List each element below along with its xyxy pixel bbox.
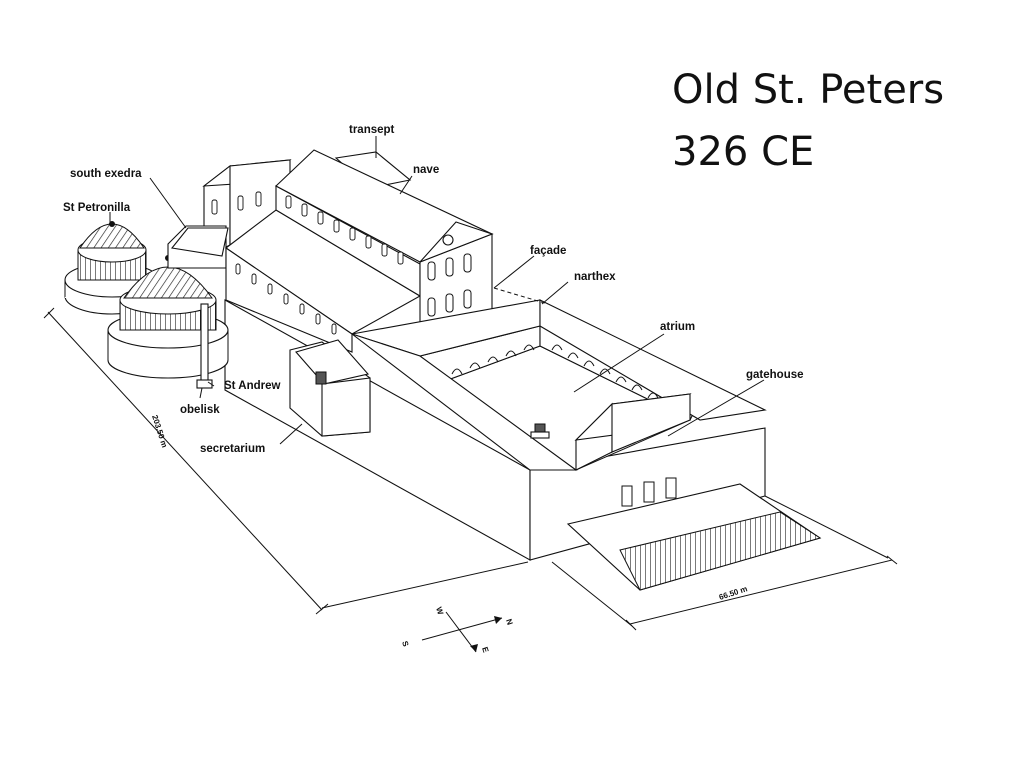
label-secretarium: secretarium	[200, 443, 265, 455]
front-steps	[566, 477, 822, 591]
label-st-petronilla: St Petronilla	[63, 202, 131, 214]
title-line-2: 326 CE	[672, 129, 815, 175]
title-line-1: Old St. Peters	[672, 67, 945, 113]
label-facade: façade	[530, 245, 566, 257]
labels: transept nave south exedra St Petronilla…	[63, 124, 804, 455]
label-st-andrew: St Andrew	[224, 380, 280, 392]
compass-east: E	[480, 646, 490, 654]
leader-lines	[109, 136, 765, 445]
dimension-lines	[43, 307, 898, 631]
compass-north: N	[504, 618, 514, 626]
label-gatehouse: gatehouse	[746, 369, 804, 381]
length-dimension-line	[47, 311, 323, 611]
compass: N S E W	[400, 606, 514, 654]
label-transept: transept	[349, 124, 395, 136]
label-nave: nave	[413, 164, 439, 176]
compass-south: S	[400, 640, 410, 648]
obelisk	[196, 303, 213, 389]
label-atrium: atrium	[660, 321, 695, 333]
base-dimension-line	[321, 561, 529, 609]
rotunda-st-andrew	[107, 255, 229, 379]
width-dimension-line	[629, 559, 893, 625]
nave-block	[211, 149, 494, 353]
atrium-block	[351, 299, 767, 471]
dimension-length: 203.50 m	[150, 414, 169, 449]
secretarium-block	[289, 339, 371, 437]
compass-west: W	[434, 606, 445, 616]
label-south-exedra: south exedra	[70, 168, 142, 180]
label-obelisk: obelisk	[180, 404, 220, 416]
label-narthex: narthex	[574, 271, 616, 283]
